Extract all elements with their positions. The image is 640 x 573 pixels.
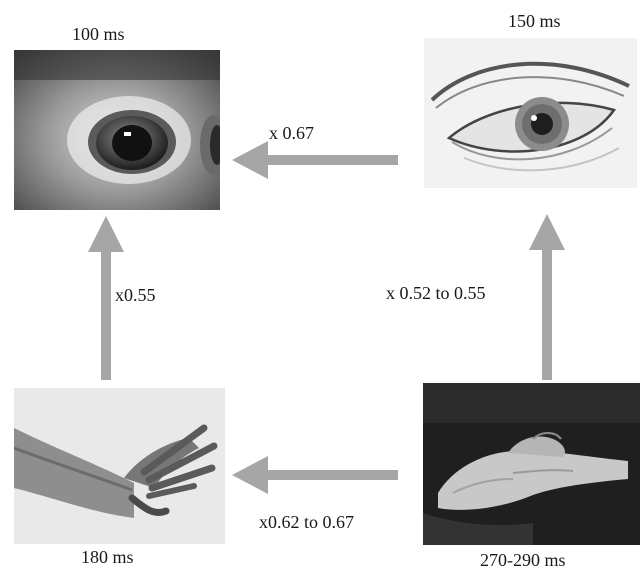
arrow-human-hand-to-human-eye (529, 214, 565, 380)
arrow-human-eye-to-monkey-eye (232, 141, 398, 179)
time-label-monkey-eye: 100 ms (72, 25, 125, 43)
ratio-label-human-hand-to-human-eye: x 0.52 to 0.55 (386, 284, 486, 302)
arrow-human-hand-to-monkey-hand (232, 456, 398, 494)
ratio-label-human-hand-to-monkey-hand: x0.62 to 0.67 (259, 513, 354, 531)
ratio-label-human-eye-to-monkey-eye: x 0.67 (269, 124, 314, 142)
monkey-hand-image (14, 388, 225, 544)
monkey-eye-image (14, 50, 220, 210)
ratio-label-monkey-hand-to-monkey-eye: x0.55 (115, 286, 156, 304)
human-eye-image (424, 38, 637, 188)
time-label-human-eye: 150 ms (508, 12, 561, 30)
human-hand-image (423, 383, 640, 545)
time-label-human-hand: 270-290 ms (480, 551, 566, 569)
time-label-monkey-hand: 180 ms (81, 548, 134, 566)
